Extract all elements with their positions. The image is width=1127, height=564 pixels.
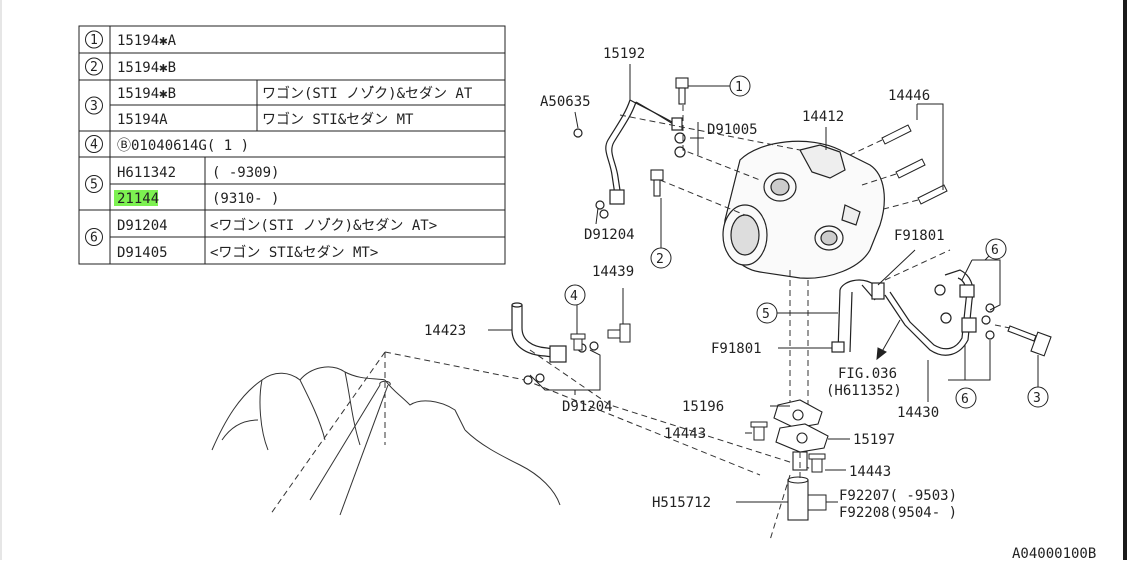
table-note-6a: <ワゴン(STI ノゾ゙ク)&セダン AT> (210, 217, 437, 234)
stud-label-bracket (916, 103, 944, 190)
table-ref-numbers (85, 30, 103, 246)
bolt-union-1 (675, 77, 689, 105)
table-ref-6: 6 (90, 231, 98, 246)
gasket-15196 (773, 399, 823, 429)
label-14446: 14446 (888, 88, 930, 104)
water-pipe-14430 (884, 269, 995, 356)
oil-return-hose (831, 279, 885, 353)
table-note-6b: <ワゴン STI&セダン MT> (210, 244, 378, 261)
callout-6-bottom: 6 (961, 392, 969, 407)
callout-circles (564, 75, 1049, 409)
table-part-4: Ⓑ01040614G( 1 ) (117, 138, 249, 154)
label-d91204-bottom: D91204 (562, 399, 613, 415)
engine-probe-lines (309, 380, 391, 516)
table-note-5a: ( -9309) (212, 165, 279, 181)
label-14412: 14412 (802, 109, 844, 125)
parts-table (78, 25, 506, 265)
label-fig036: FIG.036 (838, 366, 897, 382)
bolt-14439 (607, 323, 631, 343)
tube-dashed-leader (769, 452, 801, 541)
callout-1: 1 (735, 80, 743, 95)
table-part-5b: 21144 (117, 191, 159, 207)
table-part-2: 15194✱B (117, 60, 176, 76)
oil-return-pipe-14423 (511, 302, 599, 385)
engine-outline (211, 366, 561, 506)
table-part-3b: 15194A (117, 112, 168, 128)
part-highlight (114, 190, 158, 206)
table-part-3a: 15194✱B (117, 86, 176, 102)
label-f91801-top: F91801 (894, 228, 945, 244)
bolt-union-3 (1007, 325, 1052, 357)
gasket-leaders (736, 405, 850, 511)
callout-4: 4 (570, 289, 578, 304)
table-ref-5: 5 (90, 178, 98, 193)
label-14430: 14430 (897, 405, 939, 421)
engine-dashed-leader (269, 349, 816, 516)
leader-d91204-top (595, 207, 599, 225)
callout-6-bracket-top (961, 254, 1001, 311)
label-14443-a: 14443 (664, 426, 706, 442)
bolt-union-2 (650, 169, 664, 197)
label-14423: 14423 (424, 323, 466, 339)
gasket-15197 (775, 423, 829, 453)
oil-return-leaders (789, 270, 809, 410)
table-part-5a: H611342 (117, 165, 176, 181)
bolt-14443-b (808, 453, 826, 473)
leader-f91801-top (877, 249, 916, 286)
leader-a50635 (574, 111, 579, 129)
oil-pipe-leaders (619, 105, 801, 216)
label-14439: 14439 (592, 264, 634, 280)
bolt-4 (570, 333, 586, 351)
callout-2: 2 (656, 252, 664, 267)
leader-d91005 (690, 122, 704, 155)
callout-6-top: 6 (991, 243, 999, 258)
table-part-6b: D91405 (117, 245, 168, 261)
label-15196: 15196 (682, 399, 724, 415)
label-15192: 15192 (603, 46, 645, 62)
table-ref-1: 1 (90, 33, 98, 48)
label-a50635: A50635 (540, 94, 591, 110)
label-f91801-left: F91801 (711, 341, 762, 357)
label-h515712: H515712 (652, 495, 711, 511)
callout-6-bracket-bottom (948, 340, 991, 381)
stud-bolts (881, 124, 948, 205)
label-d91204-top: D91204 (584, 227, 635, 243)
turbocharger (722, 140, 885, 279)
table-ref-4: 4 (90, 138, 98, 153)
label-d91005: D91005 (707, 122, 758, 138)
stud-leaders (849, 139, 919, 211)
bolt-14443-a (750, 421, 768, 441)
right-edge (1123, 0, 1127, 560)
table-ref-3: 3 (90, 99, 98, 114)
table-part-1: 15194✱A (117, 33, 177, 49)
tube-h515712 (787, 451, 809, 521)
callout-3: 3 (1033, 391, 1041, 406)
label-f92208: F92208(9504- ) (839, 505, 957, 521)
table-note-5b: (9310- ) (212, 191, 279, 207)
oil-feed-pipe (573, 99, 686, 219)
label-15197: 15197 (853, 432, 895, 448)
d91204-bracket-bottom (529, 349, 601, 395)
left-edge (0, 0, 2, 560)
label-f92207: F92207( -9503) (839, 488, 957, 504)
table-note-3b: ワゴン STI&セダン MT (262, 111, 414, 128)
table-part-6a: D91204 (117, 218, 168, 234)
diagram-id: A04000100B (1012, 546, 1096, 560)
label-h611352: (H611352) (826, 383, 902, 399)
table-note-3a: ワゴン(STI ノゾ゙ク)&セダン AT (262, 85, 473, 102)
label-14443-b: 14443 (849, 464, 891, 480)
callout-5: 5 (762, 307, 770, 322)
table-ref-2: 2 (90, 60, 98, 75)
fig-arrow (876, 319, 901, 361)
